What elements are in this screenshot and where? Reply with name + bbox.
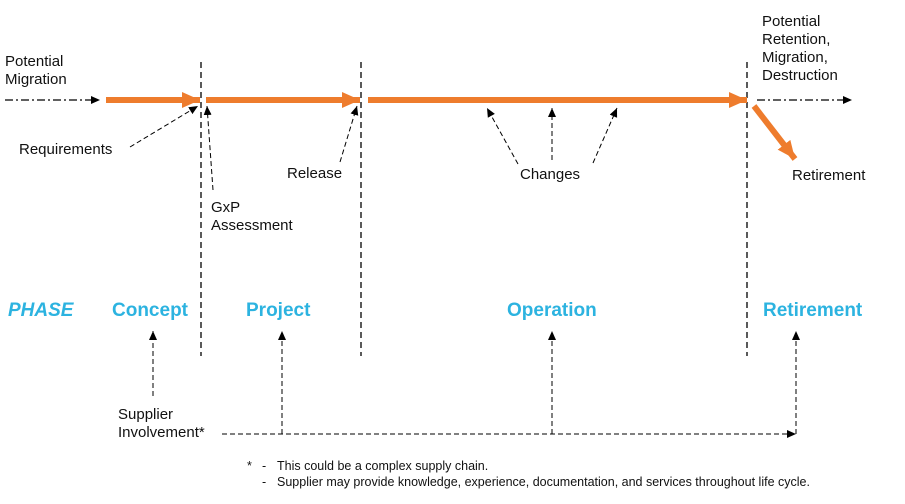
changes-label: Changes [520, 166, 581, 183]
requirements-label: Requirements [19, 141, 113, 158]
footnote-dash-1: - [262, 459, 267, 473]
requirements-arrow [129, 105, 199, 148]
footnote-line-1: This could be a complex supply chain. [277, 459, 489, 473]
gxp-assessment-arrow [203, 105, 214, 191]
potential-migration-label: Potential Migration [5, 53, 67, 88]
gxp-assessment-label: GxP Assessment [211, 199, 293, 234]
footnote-asterisk: * [247, 459, 252, 473]
supplier-involvement-label: Supplier Involvement* [118, 406, 205, 441]
changes-arrow-left [486, 107, 519, 165]
footnote-line-2: Supplier may provide knowledge, experien… [277, 475, 810, 489]
phase-project: Project [246, 300, 311, 321]
changes-arrow-right [592, 107, 618, 164]
release-label: Release [287, 165, 343, 182]
phase-concept: Concept [112, 300, 188, 321]
footnote-dash-2: - [262, 475, 267, 489]
release-arrow [339, 105, 359, 163]
retirement-flow-arrow [751, 104, 798, 161]
retirement-event-label: Retirement [792, 167, 866, 184]
phase-retirement: Retirement [763, 300, 863, 321]
potential-retention-label: Potential Retention, Migration, Destruct… [762, 13, 838, 84]
phase-heading: PHASE [8, 300, 74, 321]
phase-operation: Operation [507, 300, 597, 321]
